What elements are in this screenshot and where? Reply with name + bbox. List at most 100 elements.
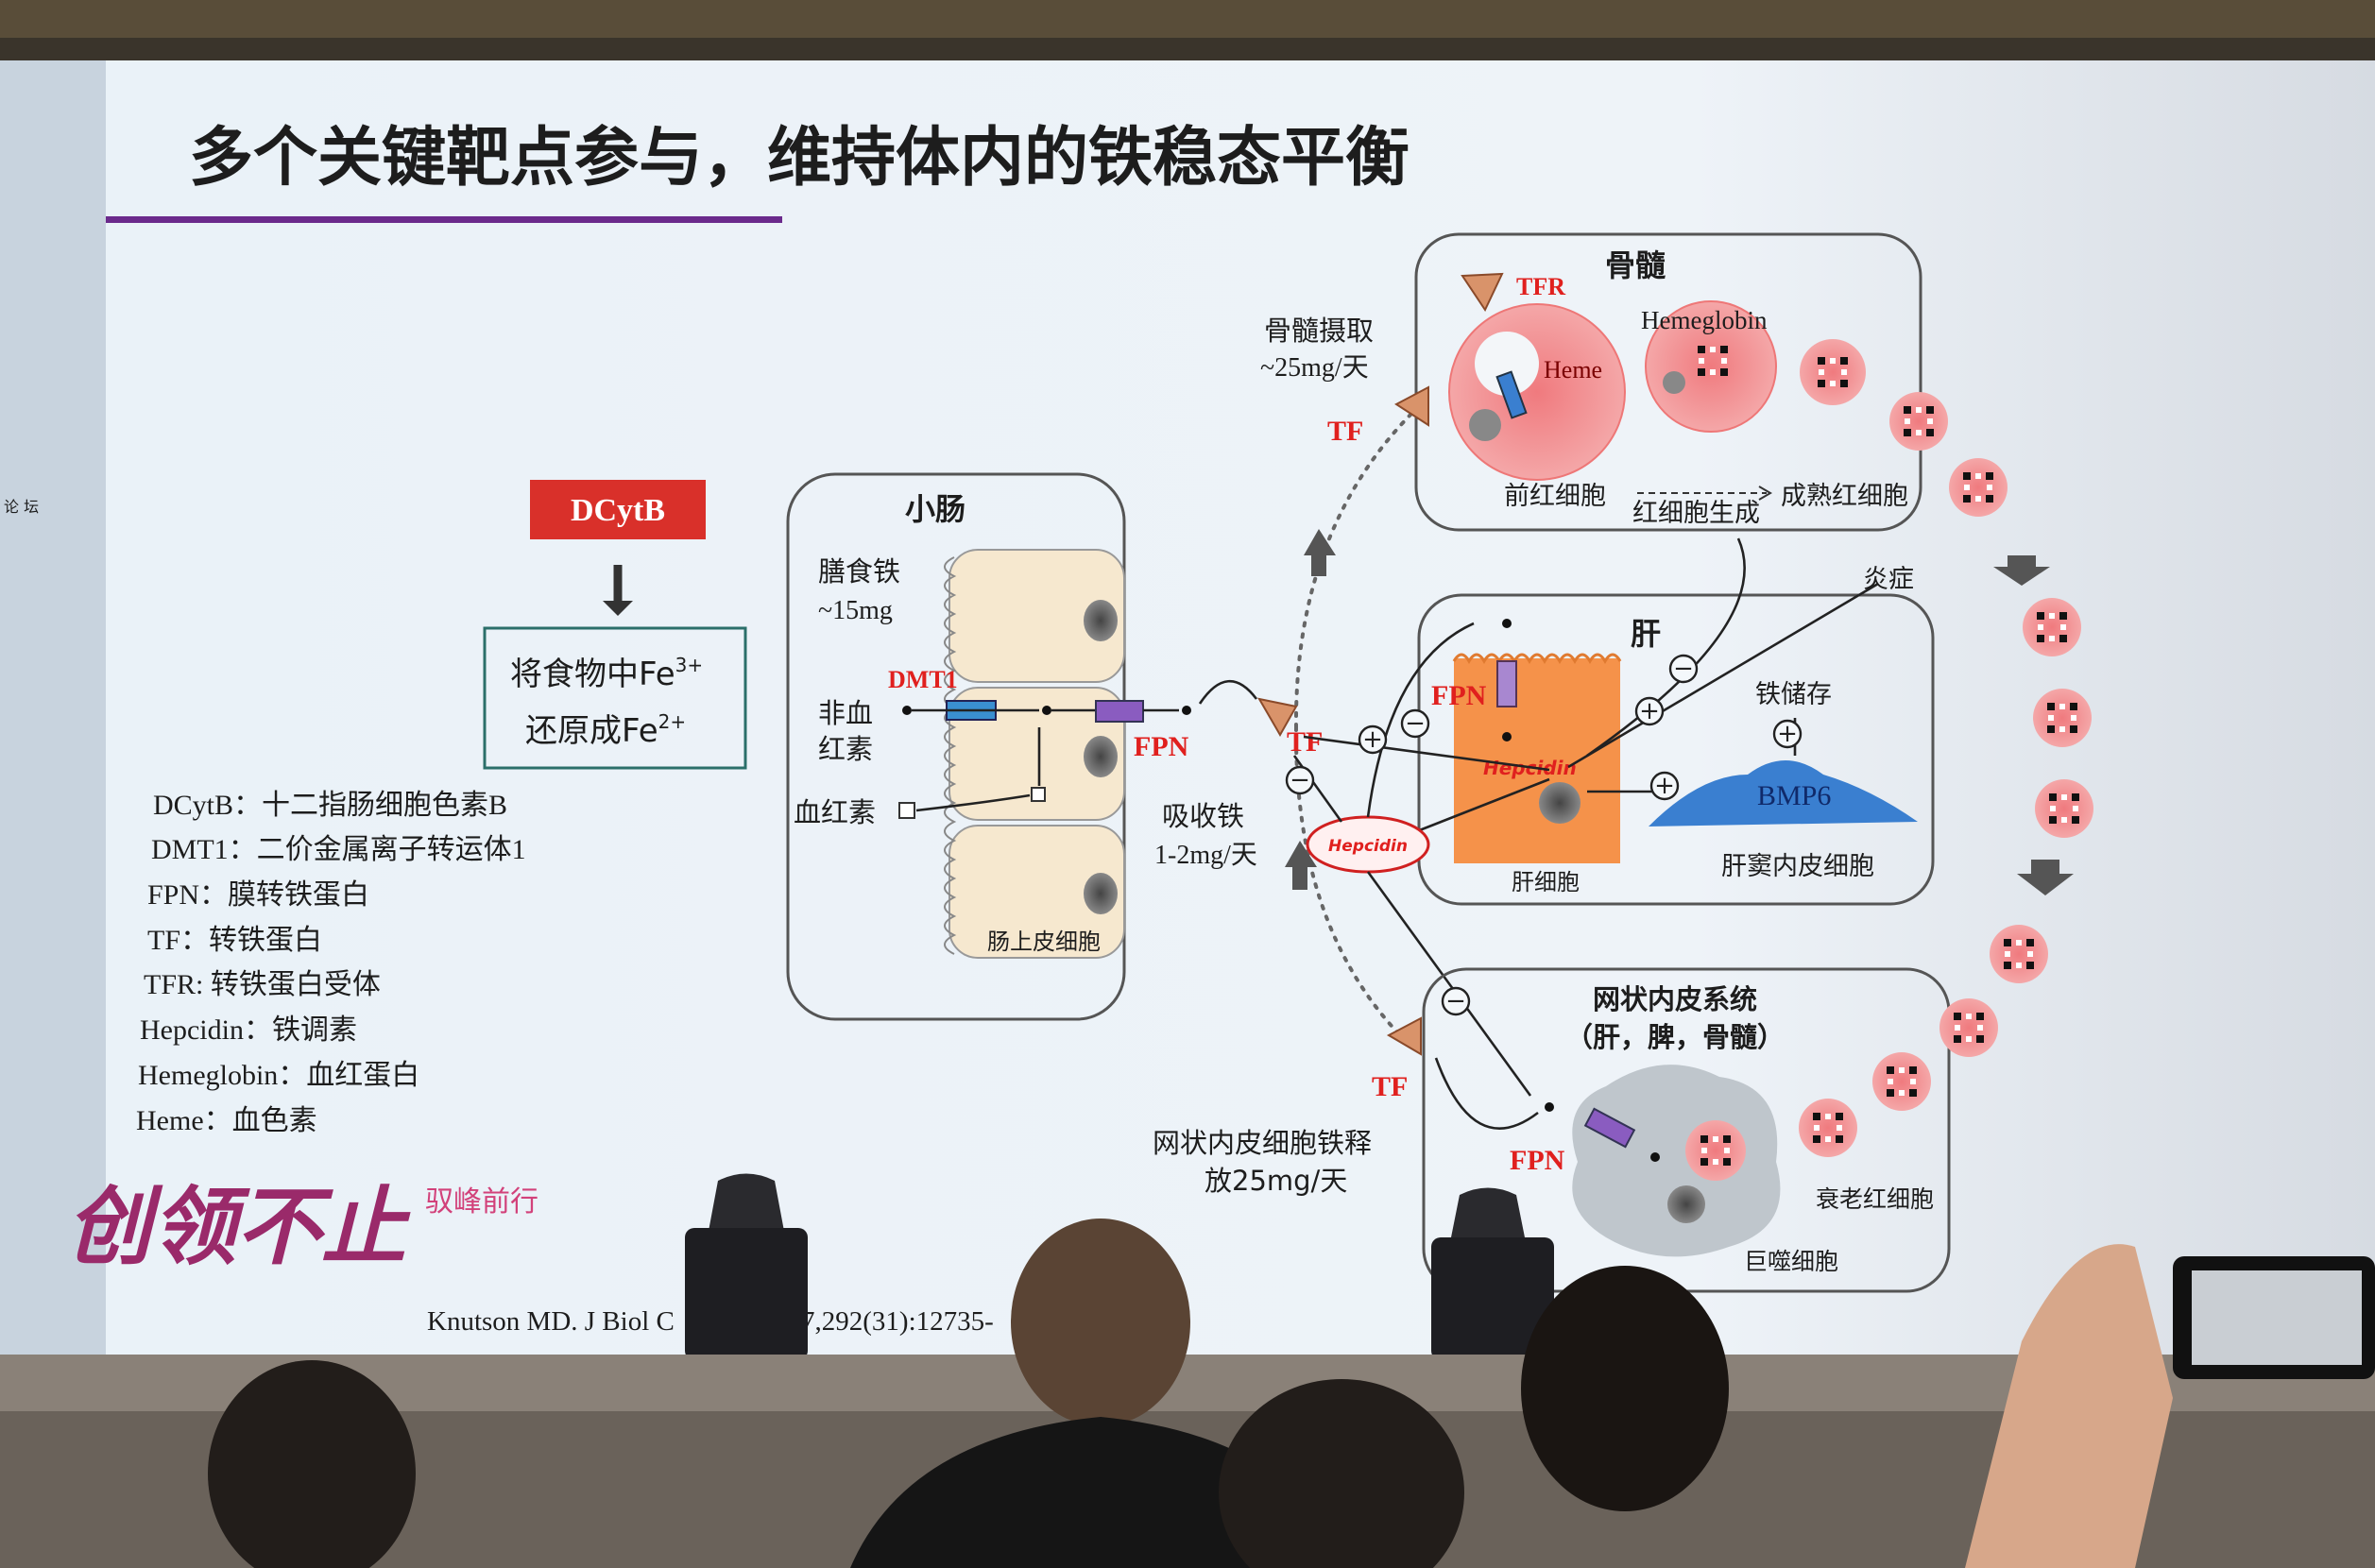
heme-group-icon [1700,1135,1731,1166]
heme-label: 血红素 [794,796,876,828]
marrow-title: 骨髓 [1605,247,1666,283]
mature-rbc [1939,998,1998,1057]
mature-rbc-label: 成熟红细胞 [1781,482,1908,511]
minus-sign-icon: − [1285,765,1315,795]
flow-arrow-icon [1285,841,1317,890]
reduce-line-2: 还原成Fe2+ [525,710,686,750]
mature-rbc [1990,925,2048,983]
sign-minus: − [1290,766,1310,794]
legend-item: DMT1：二价金属离子转运体1 [151,834,526,865]
plus-sign-icon: + [1772,719,1803,749]
minus-sign-icon: − [1441,986,1471,1016]
tf-icon [1394,385,1429,427]
slide-title: 多个关键靶点参与，维持体内的铁稳态平衡 [189,121,1410,196]
legend-item: FPN：膜转铁蛋白 [147,879,369,911]
reduce-box [483,626,747,770]
mature-rbc [2035,779,2093,838]
reduce-line-1: 将食物中Fe3+ [510,654,703,693]
event-logo-subtitle: 驭峰前行 [425,1185,538,1219]
stage-light [685,1173,808,1360]
res-subtitle: （肝，脾，骨髓） [1565,1021,1785,1053]
tf-icon [1386,1016,1422,1056]
intestine-title: 小肠 [905,491,965,527]
tfr-label: TFR [1516,273,1565,300]
epithelial-label: 肠上皮细胞 [987,929,1101,955]
liver-title: 肝 [1631,616,1661,652]
audience [208,1219,2375,1568]
intestine-fpn-label: FPN [1134,731,1189,762]
liver-fpn-transporter [1496,660,1517,707]
senescent-rbc-label: 衰老红细胞 [1816,1185,1934,1213]
plus-sign-icon: + [1649,771,1680,801]
tfr-icon [1461,272,1504,313]
sign-minus: − [1445,987,1466,1015]
mature-rbc [1949,458,2008,517]
small-intestine-panel: 小肠 膳食铁 ~15mg DMT1 非血 红素 血红素 肠上皮细胞 FPN [786,472,1191,1021]
hepatocyte-label: 肝细胞 [1512,869,1580,895]
legend-item: DCytB：十二指肠细胞色素B [153,790,507,821]
slide-background [106,60,2375,1355]
minus-sign-icon: − [1668,654,1699,684]
res-fpn-label: FPN [1510,1145,1565,1176]
legend-item: Hepcidin：铁调素 [140,1014,357,1046]
dcytb-box [530,480,706,539]
mature-rbc [1889,392,1948,451]
flow-arrow-icon [1304,529,1336,576]
fpn-transporter [1095,700,1144,723]
sinusoidal-cell [1649,760,1918,827]
citation-left: Knutson MD. J Biol C [427,1306,675,1337]
event-logo: 创领不止 [66,1177,411,1277]
res-release-label: 网状内皮细胞铁释 [1153,1127,1372,1159]
flow-arrow-icon [1993,555,2050,586]
sinusoid-label: 肝窦内皮细胞 [1721,852,1874,881]
heme-cell-label: Heme [1544,356,1602,383]
macrophage-label: 巨噬细胞 [1744,1248,1838,1275]
stage-light [1431,1187,1554,1360]
iron-store-label: 铁储存 [1755,680,1832,709]
macrophage [1572,1065,1781,1257]
intestine-tf-label: TF [1287,726,1323,758]
legend-item: TF：转铁蛋白 [147,925,322,956]
mature-rbc [1799,1099,1857,1157]
bmp6-label: BMP6 [1757,780,1831,811]
dmt1-label: DMT1 [888,666,958,693]
mature-rbc [2023,598,2081,656]
side-screen [0,60,106,1355]
legend-item: Hemeglobin：血红蛋白 [138,1060,419,1091]
flow-arrow-icon [2017,860,2074,895]
absorb-label: 吸收铁 [1162,800,1244,832]
absorb-amount-label: 1-2mg/天 [1154,841,1257,870]
sign-plus: + [1362,725,1383,754]
liver-panel: 肝 FPN Hepcidin 肝细胞 铁储存 BMP6 肝窦内皮细胞 [1303,537,1935,906]
side-text: 论 坛 [4,498,39,516]
marrow-uptake-amount: ~25mg/天 [1260,353,1369,383]
plus-sign-icon: + [1634,696,1665,726]
sign-minus: − [1673,655,1694,683]
tf-icon [1257,697,1298,738]
minus-sign-icon: − [1400,708,1430,739]
hepcidin-circulating-label: Hepcidin [1328,837,1408,856]
sign-plus: + [1639,697,1660,725]
proerythro-label: 前红细胞 [1504,482,1606,511]
diet-amount-label: ~15mg [818,596,893,625]
abbreviation-legend: DCytB：十二指肠细胞色素B DMT1：二价金属离子转运体1 FPN：膜转铁蛋… [136,790,526,1136]
legend-item: TFR: 转铁蛋白受体 [144,969,381,1000]
diet-iron-label: 膳食铁 [818,555,900,588]
marrow-uptake-label: 骨髓摄取 [1264,315,1374,347]
hemeglobin-label: Hemeglobin [1641,306,1768,334]
res-fpn-transporter [1583,1107,1636,1149]
res-title: 网状内皮系统 [1593,983,1757,1015]
sign-plus: + [1654,772,1675,800]
rbc-circulation-chain [1799,392,2093,1157]
marrow-tf-label: TF [1327,416,1363,447]
sign-plus: + [1777,720,1798,748]
regulation-signs: + − − + − + + − [1285,654,1803,1016]
nonheme-label: 非血 [818,697,873,729]
proerythroblast [1448,303,1626,481]
heme-group-icon [1818,357,1848,387]
mature-rbc [1872,1052,1931,1111]
legend-item: Heme：血色素 [136,1105,317,1136]
erythropoiesis-label: 红细胞生成 [1632,499,1760,528]
